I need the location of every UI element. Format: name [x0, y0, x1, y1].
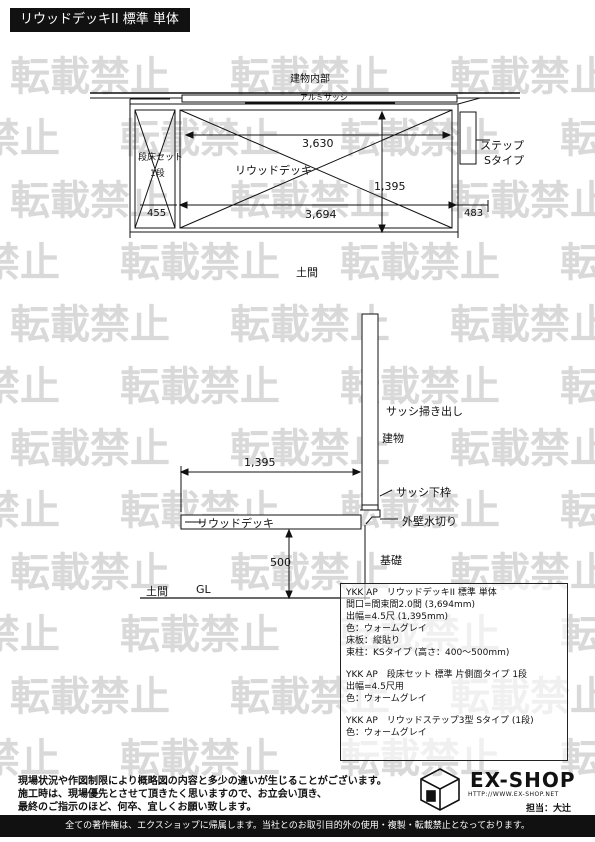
spec-box: YKK AP リウッドデッキII 標準 単体 間口=間束間2.0間 (3,694… [340, 583, 568, 761]
step-label: ステップ [480, 139, 524, 152]
cube-logo-icon [420, 768, 460, 811]
section-deck-label: リウッドデッキ [197, 517, 274, 530]
foundation-label: 基礎 [380, 554, 402, 567]
dim-height-section: 500 [270, 556, 291, 569]
building-interior-label: 建物内部 [290, 74, 330, 85]
dim-depth-plan: 1,395 [374, 180, 406, 193]
copyright-footer: 全ての著作権は、エクスショップに帰属します。当社とのお取引目的外の使用・複製・転… [0, 815, 595, 837]
doma-top-label: 土間 [296, 266, 318, 279]
notes: 現場状況や作図制限により概略図の内容と多少の違いが生じることがございます。 施工… [18, 775, 418, 814]
brand-name: EX-SHOP [470, 768, 576, 792]
step-set-count-label: 1段 [150, 169, 165, 179]
note-line: 現場状況や作図制限により概略図の内容と多少の違いが生じることがございます。 [18, 776, 387, 787]
spec-line: 束柱：KSタイプ (高さ：400～500mm) [346, 648, 510, 658]
exshop-logo: EX-SHOP HTTP://WWW.EX-SHOP.NET 担当：大辻 [416, 764, 586, 816]
spec-line: 床板：縦貼り [346, 636, 401, 646]
page-title: リウッドデッキII 標準 単体 [10, 8, 190, 32]
dim-left: 455 [147, 208, 167, 219]
representative: 担当：大辻 [526, 804, 572, 814]
step-set-label: 段床セット [138, 153, 184, 163]
gl-label: GL [196, 583, 211, 596]
brand-url: HTTP://WWW.EX-SHOP.NET [468, 791, 559, 798]
plan-view [90, 92, 520, 238]
step-type-label: Sタイプ [484, 154, 524, 167]
spec-line: YKK AP リウッドデッキII 標準 単体 [346, 588, 497, 598]
doma-bottom-label: 土間 [146, 585, 168, 598]
sash-opening-label: サッシ掃き出し [386, 405, 463, 418]
dim-right: 483 [464, 208, 484, 219]
spec-line: YKK AP 段床セット 標準 片側面タイプ 1段 [346, 670, 528, 680]
spec-line: 出幅=4.5尺 (1,395mm) [346, 612, 449, 622]
spec-line: 間口=間束間2.0間 (3,694mm) [346, 600, 476, 610]
sash-label: アルミサッシ [300, 93, 348, 102]
spec-line: 色：ウォームグレイ [346, 728, 427, 738]
sash-bottom-label: サッシ下枠 [396, 486, 451, 499]
building-label: 建物 [382, 432, 404, 445]
spec-line: 出幅=4.5尺用 [346, 682, 404, 692]
spec-line: YKK AP リウッドステップ3型 Sタイプ (1段) [346, 716, 534, 726]
dim-width-inner: 3,630 [302, 137, 334, 150]
note-line: 最終のご指示のほど、何卒、宜しくお願い致します。 [18, 802, 257, 813]
section-view [140, 313, 398, 600]
dim-depth-section: 1,395 [244, 456, 276, 469]
spec-line: 色：ウォームグレイ [346, 624, 427, 634]
wall-flashing-label: 外壁水切り [402, 515, 457, 528]
spec-line: 色：ウォームグレイ [346, 694, 427, 704]
note-line: 施工時は、現場優先とさせて頂きたく思いますので、お立会い頂き、 [18, 789, 327, 800]
dim-width-outer: 3,694 [305, 208, 337, 221]
plan-deck-label: リウッドデッキ [235, 164, 312, 177]
